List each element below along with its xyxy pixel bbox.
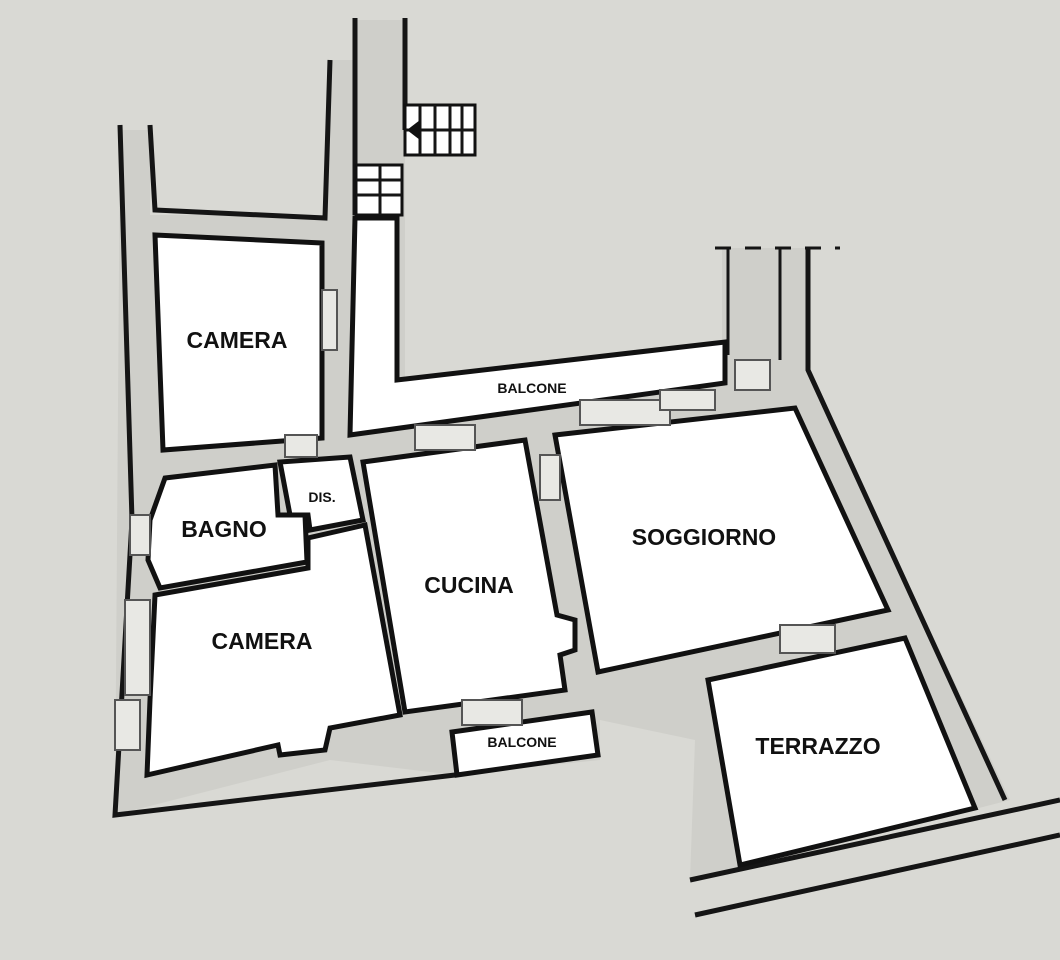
label-camera-top: CAMERA (187, 327, 288, 353)
label-camera-bottom: CAMERA (212, 628, 313, 654)
label-bagno: BAGNO (181, 516, 267, 542)
inner-courtyard-wall (147, 59, 333, 221)
room-balcone-top (347, 215, 728, 438)
label-soggiorno: SOGGIORNO (632, 524, 776, 550)
label-dis: DIS. (308, 489, 335, 505)
staircase (354, 103, 477, 217)
room-camera-bottom (144, 521, 403, 779)
south-wall (689, 797, 1060, 883)
outer-wall-right (805, 248, 1008, 802)
room-camera-top (152, 232, 325, 453)
wall-piers (114, 289, 836, 751)
label-balcone-bottom: BALCONE (487, 734, 556, 750)
room-cucina (360, 437, 578, 715)
room-terrazzo (705, 635, 979, 869)
label-balcone-top: BALCONE (497, 380, 566, 396)
room-soggiorno (552, 405, 892, 675)
room-balcone-bottom (449, 709, 601, 778)
south-wall-outer (694, 832, 1060, 918)
label-terrazzo: TERRAZZO (755, 733, 880, 759)
label-cucina: CUCINA (424, 572, 513, 598)
room-dis (277, 454, 366, 533)
outer-wall-left (112, 124, 456, 818)
